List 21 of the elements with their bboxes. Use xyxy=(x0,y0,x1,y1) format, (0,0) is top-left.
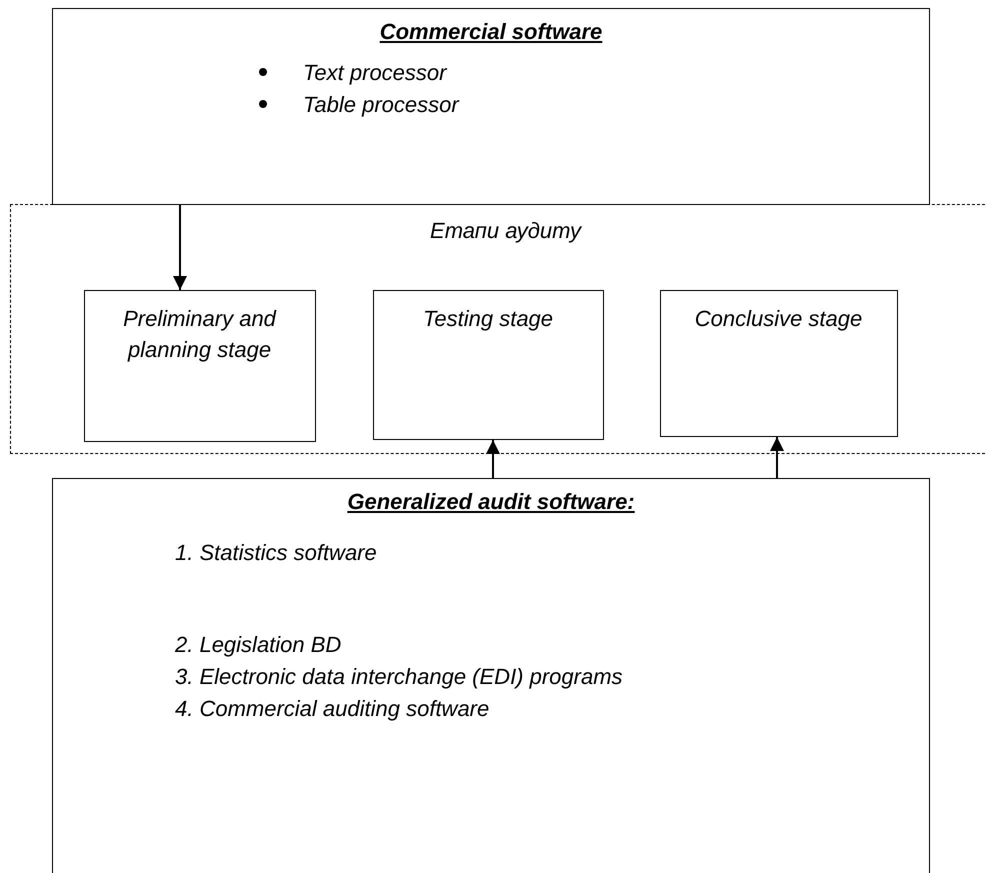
list-item: 3. Electronic data interchange (EDI) programs xyxy=(175,662,624,691)
bullet-item: Text processor xyxy=(303,57,929,89)
group-label: Етапи аудиту xyxy=(430,217,581,245)
heading: Commercial software xyxy=(378,19,604,45)
stage-label: Preliminary and planning stage xyxy=(122,304,278,364)
stage-label: Testing stage xyxy=(422,304,554,333)
software-box xyxy=(52,478,930,873)
bullet-item: Table processor xyxy=(303,88,929,121)
arrow xyxy=(770,437,784,478)
heading: Generalized audit software: xyxy=(346,489,636,515)
list-item: 2. Legislation BD xyxy=(175,630,342,659)
dashed-group xyxy=(10,204,986,454)
stage-label: Conclusive stage xyxy=(694,304,862,333)
stage-box xyxy=(660,290,898,436)
list-item: 4. Commercial auditing software xyxy=(175,694,490,723)
stage-box xyxy=(372,290,604,440)
arrow xyxy=(173,205,187,290)
stage-box xyxy=(84,290,316,442)
software-box xyxy=(52,8,930,205)
arrow xyxy=(486,440,500,478)
list-item: 1. Statistics software xyxy=(175,539,378,567)
